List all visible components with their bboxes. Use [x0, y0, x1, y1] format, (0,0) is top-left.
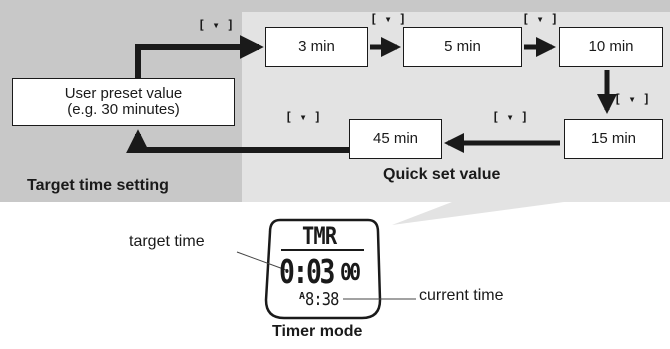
callout-wedge	[392, 202, 564, 225]
current-time-label: current time	[419, 287, 504, 304]
watch-timer-main: 0:03	[279, 252, 335, 291]
watch-clock-time: 8:38	[305, 289, 339, 310]
quick-value-10min: 10 min	[559, 27, 663, 67]
key-label-45-to-preset: [ ▾ ]	[285, 110, 322, 124]
target-time-setting-label: Target time setting	[27, 177, 169, 194]
watch-mode-text: TMR	[302, 222, 337, 250]
user-preset-line2: (e.g. 30 minutes)	[67, 101, 180, 118]
quick-value-45min: 45 min	[349, 119, 442, 159]
arrow-45-to-preset	[126, 129, 349, 154]
watch-timer-seconds: 00	[340, 260, 361, 286]
key-label-preset-to-3: [ ▾ ]	[198, 18, 235, 32]
key-label-15-to-45: [ ▾ ]	[492, 110, 529, 124]
watch-bezel	[264, 218, 382, 320]
quick-set-value-label: Quick set value	[383, 166, 501, 183]
user-preset-box: User preset value (e.g. 30 minutes)	[12, 78, 235, 126]
key-label-5-to-10: [ ▾ ]	[522, 12, 559, 26]
watch-clock-prefix: A	[299, 291, 306, 302]
timer-mode-caption: Timer mode	[272, 323, 363, 340]
key-label-3-to-5: [ ▾ ]	[370, 12, 407, 26]
target-time-pointer	[236, 251, 287, 271]
quick-value-3min: 3 min	[265, 27, 368, 67]
user-preset-line1: User preset value	[64, 85, 183, 102]
key-label-10-to-15: [ ▾ ]	[614, 92, 651, 106]
target-time-label: target time	[129, 233, 205, 250]
quick-value-5min: 5 min	[403, 27, 522, 67]
quick-value-15min: 15 min	[564, 119, 663, 159]
arrow-preset-to-3min	[135, 35, 264, 78]
